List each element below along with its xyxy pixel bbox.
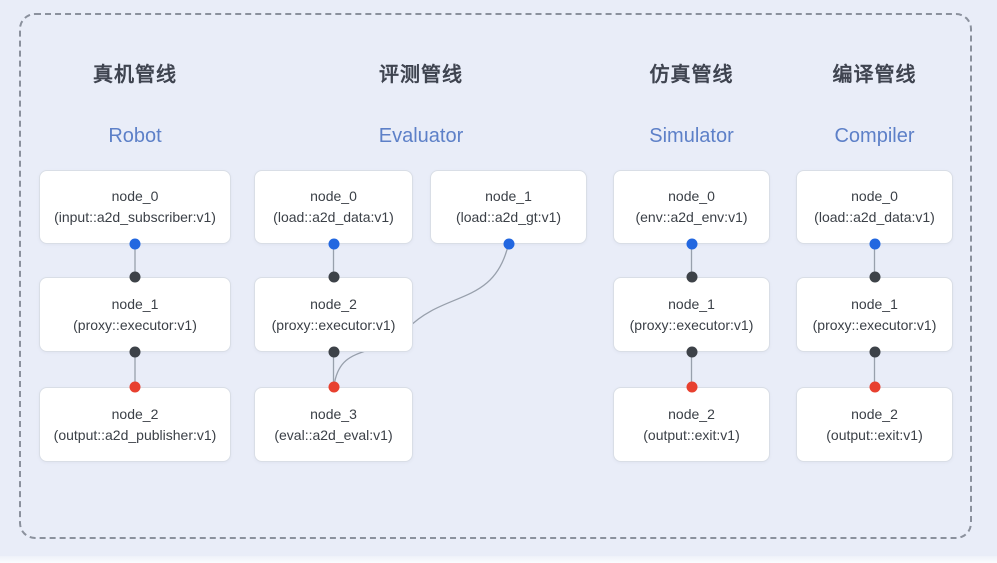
- node-box-evaluator-node3: node_3 (eval::a2d_eval:v1): [254, 387, 413, 462]
- pipeline-header-compiler: 编译管线: [796, 63, 953, 87]
- node-name: node_1: [851, 295, 898, 312]
- node-box-robot-node1: node_1 (proxy::executor:v1): [39, 277, 231, 352]
- dark-port-dot: [869, 271, 880, 283]
- node-type: (proxy::executor:v1): [629, 316, 754, 333]
- node-box-simulator-node1: node_1 (proxy::executor:v1): [613, 277, 770, 352]
- node-type: (eval::a2d_eval:v1): [274, 426, 393, 443]
- node-name: node_1: [668, 295, 715, 312]
- dark-port-dot: [686, 346, 697, 358]
- node-name: node_0: [851, 188, 898, 204]
- node-type: (proxy::executor:v1): [271, 316, 396, 333]
- node-box-robot-node0: node_0 (input::a2d_subscriber:v1): [39, 170, 231, 244]
- pipeline-header-robot: 真机管线: [39, 63, 231, 87]
- dark-port-dot: [129, 346, 141, 358]
- pipeline-header-evaluator: 评测管线: [254, 63, 588, 87]
- dark-port-dot: [869, 346, 880, 358]
- node-name: node_2: [111, 405, 159, 422]
- dashed-frame: [19, 13, 972, 539]
- bottom-edge-strip: [0, 556, 997, 563]
- node-name: node_0: [111, 188, 159, 204]
- pipeline-title-zh: 真机管线: [93, 64, 177, 86]
- blue-port-dot: [328, 238, 339, 250]
- node-type: (load::a2d_data:v1): [814, 209, 935, 225]
- node-name: node_2: [310, 295, 357, 312]
- blue-port-dot: [503, 238, 514, 250]
- dark-port-dot: [328, 271, 339, 283]
- node-name: node_0: [310, 188, 357, 204]
- node-name: node_0: [668, 188, 715, 204]
- dark-port-dot: [129, 271, 141, 283]
- pipeline-header-simulator: 仿真管线: [613, 63, 770, 87]
- node-type: (env::a2d_env:v1): [635, 209, 748, 225]
- node-type: (output::a2d_publisher:v1): [53, 426, 217, 443]
- red-port-dot: [328, 381, 339, 393]
- pipeline-title-en: Robot: [108, 125, 162, 147]
- node-box-compiler-node2: node_2 (output::exit:v1): [796, 387, 953, 462]
- red-port-dot: [686, 381, 697, 393]
- pipeline-title-zh: 评测管线: [379, 64, 463, 86]
- node-box-evaluator-node1: node_1 (load::a2d_gt:v1): [430, 170, 587, 244]
- dark-port-dot: [686, 271, 697, 283]
- node-type: (input::a2d_subscriber:v1): [54, 209, 216, 225]
- node-box-evaluator-node2: node_2 (proxy::executor:v1): [254, 277, 413, 352]
- node-name: node_2: [668, 405, 715, 422]
- dark-port-dot: [328, 346, 339, 358]
- node-type: (proxy::executor:v1): [73, 316, 197, 333]
- node-type: (load::a2d_data:v1): [273, 209, 394, 225]
- node-box-evaluator-node0: node_0 (load::a2d_data:v1): [254, 170, 413, 244]
- node-box-compiler-node0: node_0 (load::a2d_data:v1): [796, 170, 953, 244]
- blue-port-dot: [869, 238, 880, 250]
- node-type: (proxy::executor:v1): [812, 316, 937, 333]
- pipeline-title-zh: 编译管线: [832, 64, 917, 86]
- blue-port-dot: [686, 238, 697, 250]
- node-box-simulator-node2: node_2 (output::exit:v1): [613, 387, 770, 462]
- node-box-robot-node2: node_2 (output::a2d_publisher:v1): [39, 387, 231, 462]
- pipeline-title-en: Compiler: [834, 125, 915, 147]
- node-type: (output::exit:v1): [826, 426, 923, 443]
- red-port-dot: [869, 381, 880, 393]
- node-box-compiler-node1: node_1 (proxy::executor:v1): [796, 277, 953, 352]
- pipeline-title-en: Evaluator: [378, 125, 464, 147]
- pipeline-title-en: Simulator: [649, 125, 734, 147]
- node-type: (load::a2d_gt:v1): [455, 209, 562, 225]
- node-box-simulator-node0: node_0 (env::a2d_env:v1): [613, 170, 770, 244]
- blue-port-dot: [129, 238, 141, 250]
- red-port-dot: [129, 381, 141, 393]
- node-name: node_1: [111, 295, 159, 312]
- node-type: (output::exit:v1): [643, 426, 740, 443]
- node-name: node_2: [851, 405, 898, 422]
- node-name: node_1: [485, 188, 532, 204]
- node-name: node_3: [310, 405, 357, 422]
- pipeline-title-zh: 仿真管线: [649, 64, 734, 86]
